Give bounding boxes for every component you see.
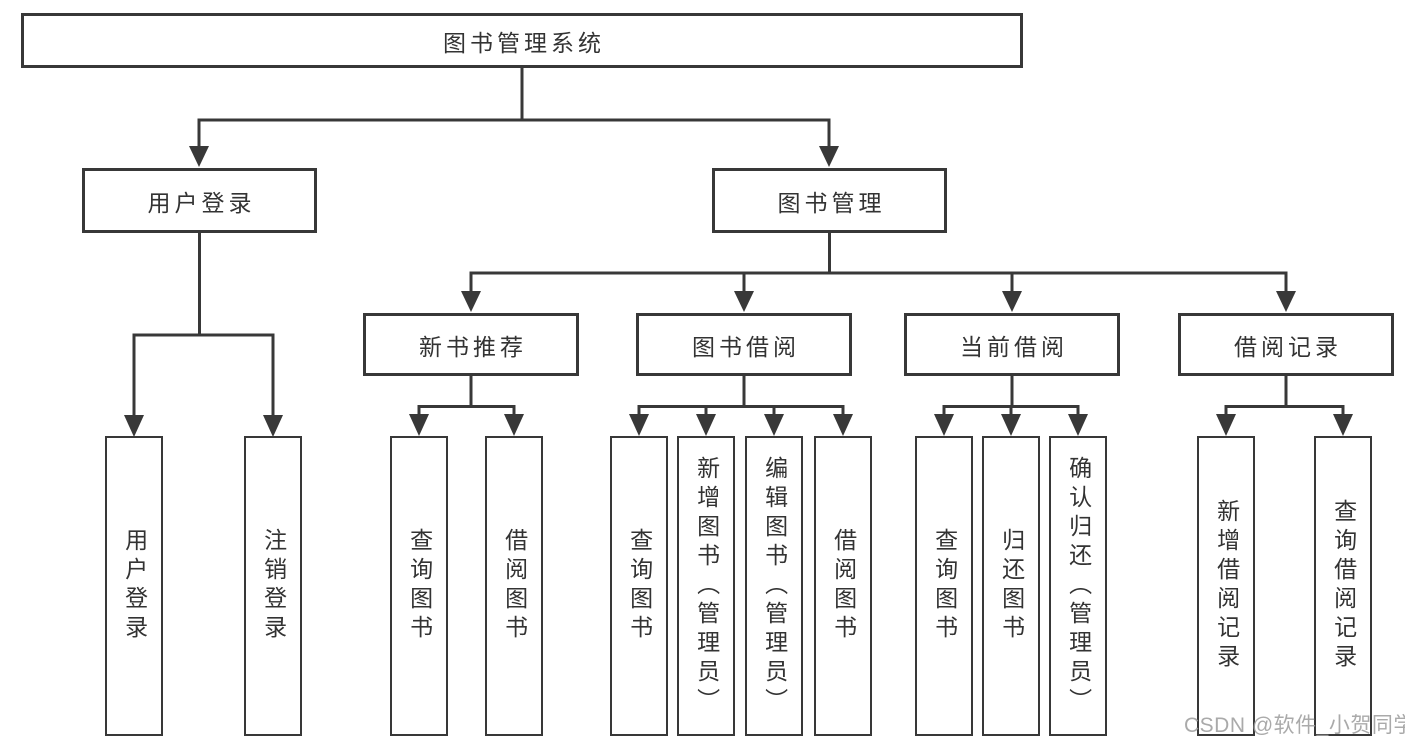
leaf-logout-label: 注销登录 — [260, 528, 287, 644]
leaf-user-login-label: 用户登录 — [121, 528, 148, 644]
node-user-login-label: 用户登录 — [147, 189, 256, 216]
leaf-query-borrow-record-label: 查询借阅记录 — [1330, 499, 1357, 673]
leaf-borrow-book-label: 借阅图书 — [830, 528, 857, 644]
leaf-logout: 注销登录 — [244, 436, 302, 736]
leaf-add-borrow-record-label: 新增借阅记录 — [1213, 499, 1240, 673]
node-library-system-label: 图书管理系统 — [443, 29, 605, 56]
leaf-add-book-admin-label: 新增图书（管理员） — [693, 455, 720, 717]
leaf-query-book-recommend: 查询图书 — [390, 436, 448, 736]
leaf-borrow-book-recommend-label: 借阅图书 — [501, 528, 528, 644]
node-current-borrowing: 当前借阅 — [904, 313, 1120, 376]
node-new-book-recommend: 新书推荐 — [363, 313, 579, 376]
leaf-confirm-return-admin-label: 确认归还（管理员） — [1065, 455, 1092, 717]
leaf-user-login: 用户登录 — [105, 436, 163, 736]
node-borrowing-records-label: 借阅记录 — [1234, 333, 1342, 360]
leaf-edit-book-admin: 编辑图书（管理员） — [745, 436, 803, 736]
leaf-query-book-current: 查询图书 — [915, 436, 973, 736]
leaf-query-book-current-label: 查询图书 — [931, 528, 958, 644]
node-library-system: 图书管理系统 — [21, 13, 1023, 68]
node-book-borrowing: 图书借阅 — [636, 313, 852, 376]
leaf-query-book-recommend-label: 查询图书 — [406, 528, 433, 644]
leaf-borrow-book: 借阅图书 — [814, 436, 872, 736]
leaf-add-book-admin: 新增图书（管理员） — [677, 436, 735, 736]
node-new-book-recommend-label: 新书推荐 — [419, 333, 527, 360]
leaf-query-book-borrowing: 查询图书 — [610, 436, 668, 736]
leaf-query-book-borrowing-label: 查询图书 — [626, 528, 653, 644]
csdn-watermark: CSDN @软件_小贺同学 — [1184, 714, 1405, 737]
node-current-borrowing-label: 当前借阅 — [960, 333, 1068, 360]
leaf-add-borrow-record: 新增借阅记录 — [1197, 436, 1255, 736]
leaf-confirm-return-admin: 确认归还（管理员） — [1049, 436, 1107, 736]
leaf-return-book-label: 归还图书 — [998, 528, 1025, 644]
node-book-management-label: 图书管理 — [777, 189, 886, 216]
leaf-query-borrow-record: 查询借阅记录 — [1314, 436, 1372, 736]
leaf-borrow-book-recommend: 借阅图书 — [485, 436, 543, 736]
leaf-return-book: 归还图书 — [982, 436, 1040, 736]
arrowheads — [124, 146, 1353, 437]
node-user-login: 用户登录 — [82, 168, 317, 233]
leaf-edit-book-admin-label: 编辑图书（管理员） — [761, 455, 788, 717]
node-book-borrowing-label: 图书借阅 — [692, 333, 800, 360]
node-borrowing-records: 借阅记录 — [1178, 313, 1394, 376]
node-book-management: 图书管理 — [712, 168, 947, 233]
